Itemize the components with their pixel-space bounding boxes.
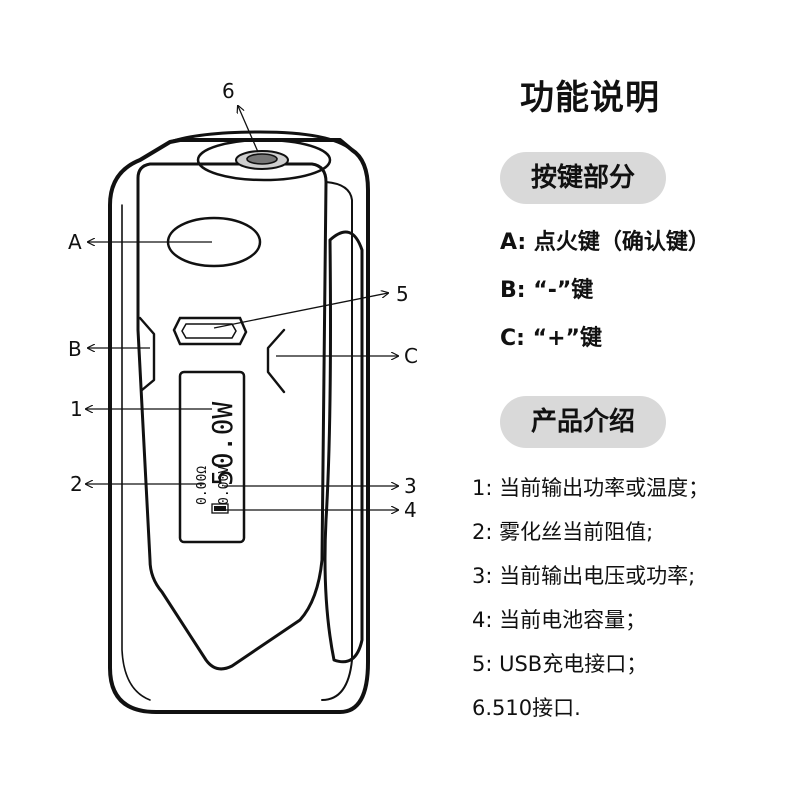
callout-line-6: [238, 106, 259, 153]
feature-item-1: 1: 当前输出功率或温度；: [472, 476, 710, 500]
feature-item-3: 3: 当前输出电压或功率;: [472, 564, 696, 588]
usb-port: [172, 316, 248, 346]
callout-A: A: [68, 230, 82, 254]
callout-5: 5: [396, 282, 409, 306]
device-body: [108, 130, 370, 714]
screen-resistance: 0.00Ω: [195, 466, 210, 505]
callout-B: B: [68, 337, 82, 361]
battery-icon: [211, 503, 229, 514]
button-item-key: C:: [500, 326, 525, 351]
feature-item-6: 6.510接口.: [472, 696, 581, 720]
callout-C: C: [404, 344, 418, 368]
screen-power: 50.0W: [206, 402, 239, 486]
button-item-text: “+”键: [532, 326, 602, 351]
product-section-heading: 产品介绍: [500, 396, 666, 448]
feature-item-5: 5: USB充电接口；: [472, 652, 648, 676]
callout-line-5: [213, 293, 388, 329]
callout-1: 1: [70, 397, 83, 421]
feature-item-4: 4: 当前电池容量；: [472, 608, 647, 632]
button-item-b: B: “-”键: [500, 272, 593, 304]
callout-3: 3: [404, 474, 417, 498]
button-item-text: 点火键（确认键）: [533, 230, 710, 255]
button-item-key: B:: [500, 278, 526, 303]
button-item-a: A: 点火键（确认键）: [500, 224, 710, 256]
buttons-section-heading: 按键部分: [500, 152, 666, 204]
page-title: 功能说明: [520, 78, 660, 118]
connector-510: [196, 138, 332, 182]
button-item-c: C: “+”键: [500, 320, 602, 352]
feature-item-2: 2: 雾化丝当前阻值;: [472, 520, 654, 544]
callout-lines: [86, 106, 398, 510]
callout-6: 6: [222, 79, 235, 103]
callout-4: 4: [404, 498, 417, 522]
button-item-text: “-”键: [533, 278, 594, 303]
button-item-key: A:: [500, 230, 527, 255]
screen-voltage: 0.00V: [217, 466, 232, 505]
oled-screen: 50.0W 0.00Ω 0.00V: [178, 370, 246, 544]
callout-2: 2: [70, 472, 83, 496]
